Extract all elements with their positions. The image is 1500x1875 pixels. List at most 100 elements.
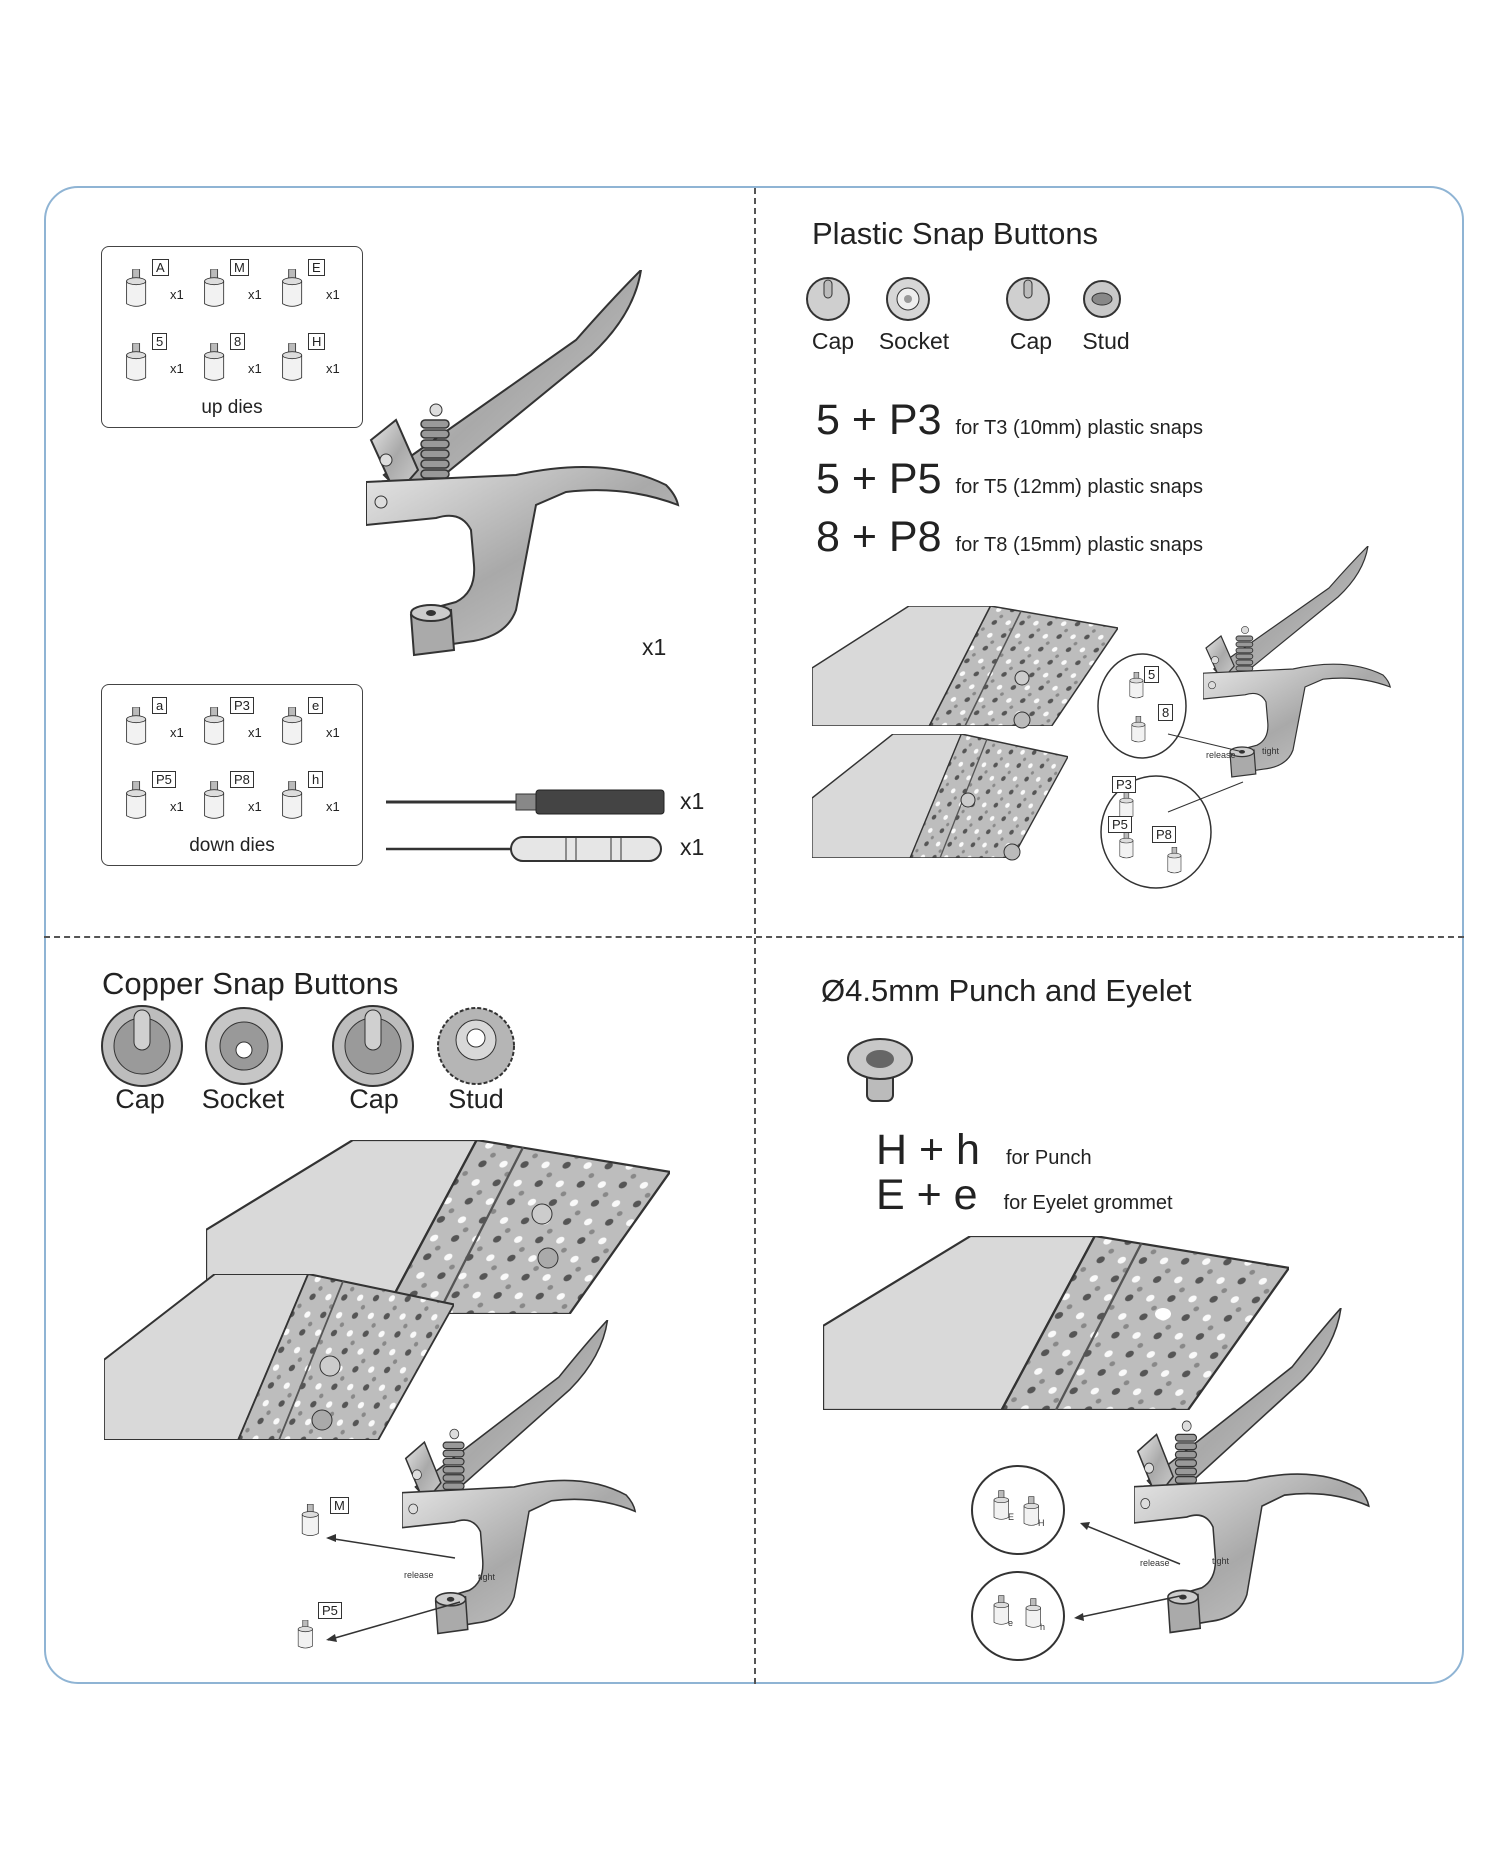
die-icon bbox=[124, 779, 150, 823]
die-icon bbox=[280, 267, 306, 311]
callout-die-label: P5 bbox=[318, 1602, 342, 1619]
die-code: e bbox=[308, 697, 324, 714]
die-icon bbox=[124, 341, 150, 385]
copper-cap-icon-2 bbox=[332, 1005, 414, 1087]
release-label: release bbox=[404, 1570, 434, 1580]
snap-parts-icons bbox=[311, 1247, 559, 1431]
die-code: P5 bbox=[152, 771, 176, 788]
die-code: A bbox=[152, 259, 169, 276]
die-quantity: x1 bbox=[170, 287, 184, 302]
die-code: H bbox=[308, 333, 326, 350]
die-icon bbox=[280, 705, 306, 749]
plastic-section-title: Plastic Snap Buttons bbox=[812, 216, 1099, 251]
copper-part-cap-2: Cap bbox=[349, 1084, 399, 1114]
die-quantity: x1 bbox=[326, 799, 340, 814]
die-quantity: x1 bbox=[326, 287, 340, 302]
die-combo: H + h bbox=[876, 1126, 980, 1174]
die-combo-desc: for Eyelet grommet bbox=[1003, 1192, 1173, 1214]
die-quantity: x1 bbox=[248, 361, 262, 376]
plastic-part-socket: Socket bbox=[878, 328, 950, 354]
callout-die-label: 8 bbox=[1158, 704, 1174, 721]
die-combo-desc: for T3 (10mm) plastic snaps bbox=[955, 417, 1204, 439]
die-icon bbox=[202, 779, 228, 823]
plastic-part-stud: Stud bbox=[1082, 328, 1130, 354]
fabric-illustration bbox=[206, 1140, 670, 1314]
die-quantity: x1 bbox=[248, 287, 262, 302]
callout-die-label: P5 bbox=[1108, 816, 1132, 833]
plastic-cap-icon-2 bbox=[1006, 277, 1050, 321]
die-quantity: x1 bbox=[170, 799, 184, 814]
die-quantity: x1 bbox=[170, 361, 184, 376]
copper-socket-icon bbox=[205, 1007, 283, 1085]
die-combo-row: H + h for Punch bbox=[876, 1126, 1092, 1175]
die-code: 5 bbox=[152, 333, 168, 350]
plastic-socket-icon bbox=[886, 277, 930, 321]
copper-section-title: Copper Snap Buttons bbox=[102, 966, 399, 1001]
die-code: E bbox=[308, 259, 325, 276]
copper-part-stud: Stud bbox=[448, 1084, 504, 1114]
callout-die-label: M bbox=[330, 1497, 349, 1514]
plastic-part-cap: Cap bbox=[811, 328, 855, 354]
die-icon bbox=[202, 705, 228, 749]
die-quantity: x1 bbox=[326, 361, 340, 376]
screwdriver-quantity: x1 bbox=[680, 788, 705, 814]
die-quantity: x1 bbox=[170, 725, 184, 740]
die-quantity: x1 bbox=[248, 725, 262, 740]
release-label: release bbox=[1140, 1558, 1170, 1568]
plier-quantity: x1 bbox=[642, 634, 667, 660]
callout-die-label: P3 bbox=[1112, 776, 1136, 793]
die-combo: 5 + P5 bbox=[816, 455, 942, 503]
tight-label: tight bbox=[1212, 1556, 1230, 1566]
callout-die-label: H bbox=[1038, 1518, 1045, 1528]
die-code: a bbox=[152, 697, 168, 714]
die-icon bbox=[124, 267, 150, 311]
fabric-illustration bbox=[812, 606, 1118, 726]
snap-parts-icons bbox=[1003, 711, 1031, 861]
die-icon bbox=[202, 341, 228, 385]
die-icon bbox=[124, 705, 150, 749]
die-code: M bbox=[230, 259, 249, 276]
die-callout-arrows bbox=[297, 1504, 461, 1649]
fabric-illustration bbox=[823, 1236, 1289, 1410]
tight-label: tight bbox=[1262, 746, 1280, 756]
awl-quantity: x1 bbox=[680, 834, 705, 860]
copper-part-socket: Socket bbox=[201, 1084, 285, 1114]
snap-plier-illustration bbox=[366, 270, 746, 690]
copper-snap-parts-icons bbox=[101, 1005, 515, 1087]
callout-die-label: P8 bbox=[1152, 826, 1176, 843]
callout-die-label: E bbox=[1008, 1512, 1015, 1522]
up-dies-label: up dies bbox=[201, 397, 263, 418]
die-combo-desc: for Punch bbox=[1005, 1147, 1092, 1169]
die-icon bbox=[202, 267, 228, 311]
die-combo: E + e bbox=[876, 1171, 978, 1219]
die-callout-circles bbox=[1097, 653, 1244, 889]
release-label: release bbox=[1206, 750, 1236, 760]
snap-plier-small bbox=[1200, 546, 1434, 798]
die-combo: 8 + P8 bbox=[816, 513, 942, 561]
die-combo-desc: for T5 (12mm) plastic snaps bbox=[955, 476, 1204, 498]
die-combo-row: 5 + P5 for T5 (12mm) plastic snaps bbox=[816, 455, 1203, 504]
die-callout-circles bbox=[971, 1465, 1181, 1661]
plastic-part-cap-2: Cap bbox=[1009, 328, 1053, 354]
horizontal-divider bbox=[44, 936, 1464, 938]
callout-die-label: h bbox=[1040, 1622, 1046, 1632]
die-quantity: x1 bbox=[326, 725, 340, 740]
fabric-illustration bbox=[104, 1274, 454, 1440]
die-combo-desc: for T8 (15mm) plastic snaps bbox=[955, 534, 1204, 556]
die-combo-row: E + e for Eyelet grommet bbox=[876, 1171, 1173, 1220]
die-code: P8 bbox=[230, 771, 254, 788]
plastic-stud-icon bbox=[1083, 280, 1121, 318]
copper-stud-icon bbox=[437, 1007, 515, 1085]
die-code: 8 bbox=[230, 333, 246, 350]
